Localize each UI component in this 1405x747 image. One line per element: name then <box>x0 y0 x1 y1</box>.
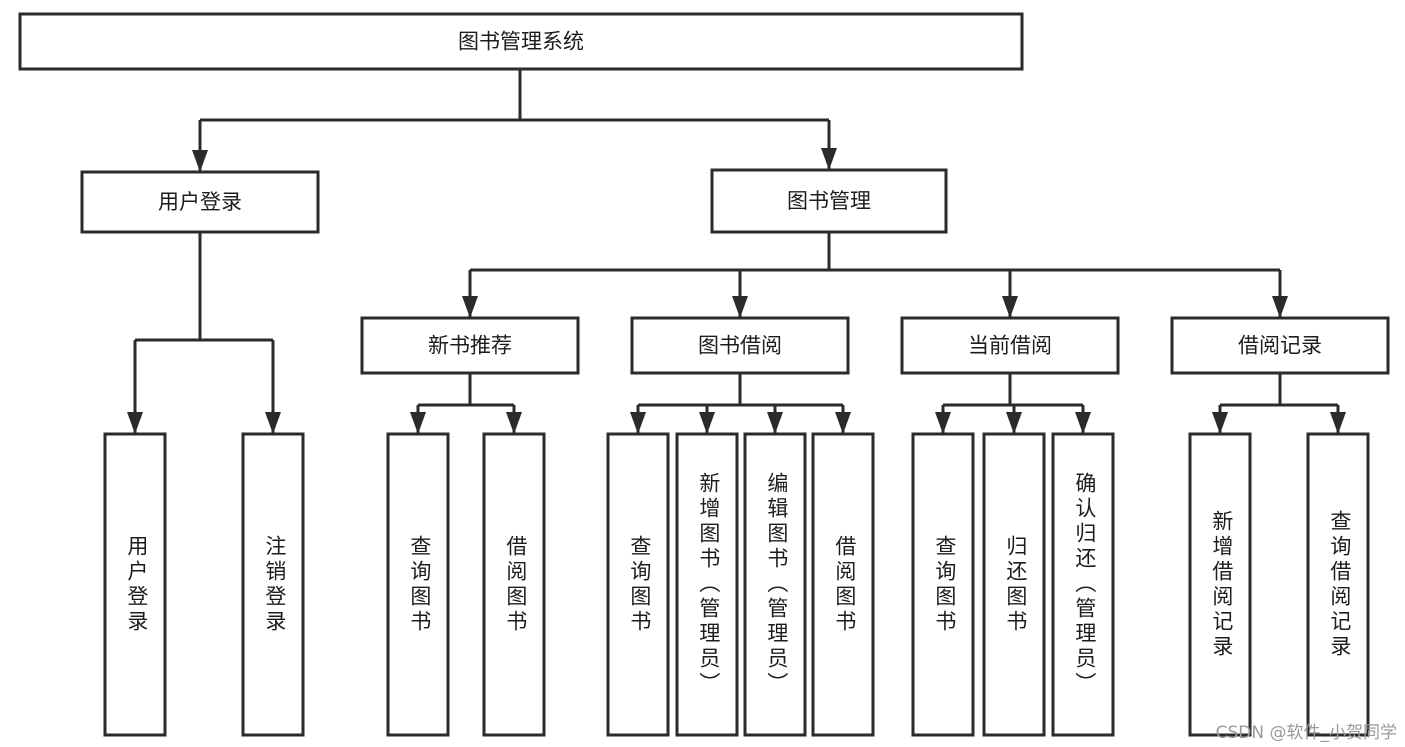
node-box-book-management[interactable] <box>710 168 948 234</box>
arrow-head-icon <box>732 296 748 318</box>
node-box-leaf-query-book-1[interactable] <box>386 432 450 737</box>
arrow-head-icon <box>767 412 783 434</box>
node-label-current-borrow: 当前借阅 <box>968 334 1052 358</box>
boxes-layer <box>18 12 1390 737</box>
arrow-head-icon <box>265 412 281 434</box>
arrow-head-icon <box>630 412 646 434</box>
node-box-book-borrow[interactable] <box>630 316 850 375</box>
arrow-head-icon <box>1002 296 1018 318</box>
arrow-head-icon <box>462 296 478 318</box>
node-box-leaf-add-record[interactable] <box>1188 432 1252 737</box>
node-box-user-login[interactable] <box>80 170 320 234</box>
node-label-new-book-recommend: 新书推荐 <box>428 334 512 358</box>
arrow-head-icon <box>699 412 715 434</box>
node-box-leaf-query-book-2[interactable] <box>606 432 670 737</box>
arrow-head-icon <box>1330 412 1346 434</box>
node-label-borrow-record: 借阅记录 <box>1238 334 1322 358</box>
node-box-leaf-borrow-book-1[interactable] <box>482 432 546 737</box>
arrow-head-icon <box>821 148 837 170</box>
arrow-head-icon <box>1006 412 1022 434</box>
arrow-head-icon <box>127 412 143 434</box>
node-box-leaf-user-login[interactable] <box>103 432 167 737</box>
arrow-head-icon <box>410 412 426 434</box>
node-box-leaf-return-book[interactable] <box>982 432 1046 737</box>
arrow-head-icon <box>1212 412 1228 434</box>
node-box-leaf-add-book[interactable] <box>675 432 739 737</box>
node-label-title: 图书管理系统 <box>458 30 584 54</box>
node-label-user-login: 用户登录 <box>158 190 242 214</box>
arrow-head-icon <box>1075 412 1091 434</box>
node-box-leaf-query-book-3[interactable] <box>911 432 975 737</box>
node-label-book-management: 图书管理 <box>787 189 871 213</box>
node-box-current-borrow[interactable] <box>900 316 1120 375</box>
node-box-title[interactable] <box>18 12 1024 71</box>
node-box-leaf-borrow-book-2[interactable] <box>811 432 875 737</box>
arrow-head-icon <box>835 412 851 434</box>
connectors-layer <box>127 69 1346 434</box>
node-label-book-borrow: 图书借阅 <box>698 334 782 358</box>
node-box-leaf-confirm-return[interactable] <box>1051 432 1115 737</box>
arrow-head-icon <box>506 412 522 434</box>
node-box-leaf-user-logout[interactable] <box>241 432 305 737</box>
node-box-borrow-record[interactable] <box>1170 316 1390 375</box>
node-box-new-book-recommend[interactable] <box>360 316 580 375</box>
arrow-head-icon <box>935 412 951 434</box>
watermark-credit: CSDN @软件_小贺同学 <box>1215 723 1397 743</box>
node-box-leaf-query-record[interactable] <box>1306 432 1370 737</box>
node-box-leaf-edit-book[interactable] <box>743 432 807 737</box>
arrow-head-icon <box>1272 296 1288 318</box>
arrow-head-icon <box>192 150 208 172</box>
